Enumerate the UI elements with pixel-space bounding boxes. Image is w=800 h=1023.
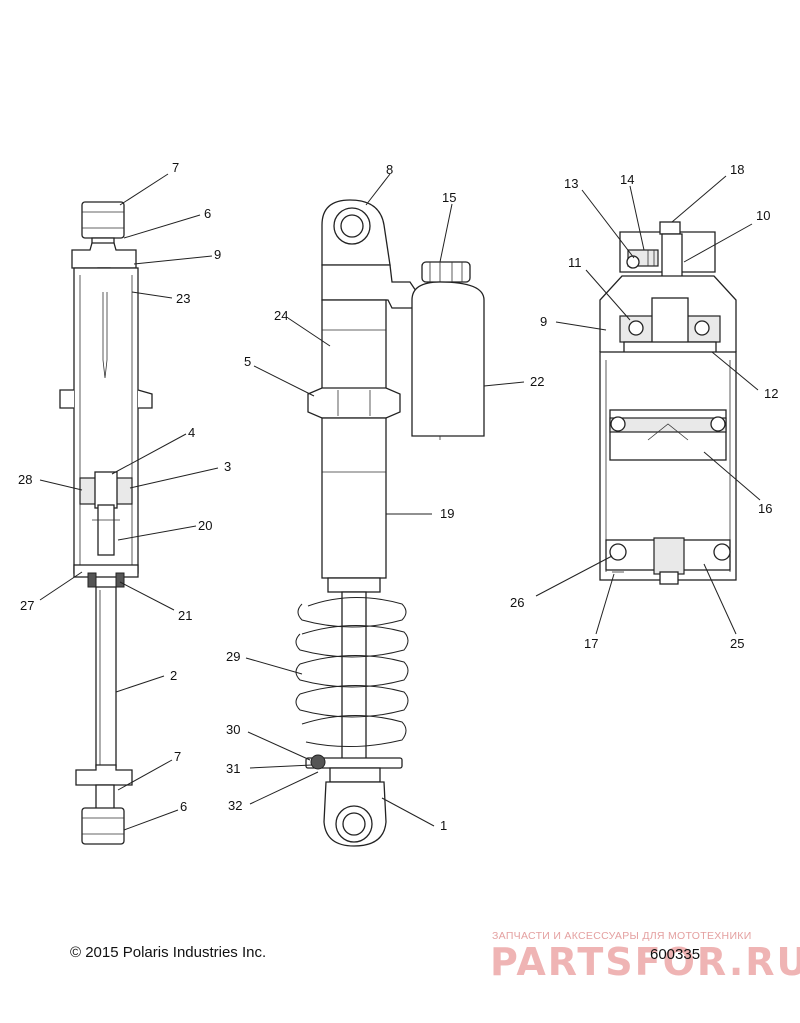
callout-23: 23: [176, 291, 190, 306]
callout-26: 26: [510, 595, 524, 610]
callout-7-top-left: 7: [172, 160, 179, 175]
callout-24: 24: [274, 308, 288, 323]
callout-12: 12: [764, 386, 778, 401]
callout-2: 2: [170, 668, 177, 683]
callout-28: 28: [18, 472, 32, 487]
callout-3: 3: [224, 459, 231, 474]
callout-18: 18: [730, 162, 744, 177]
callout-4: 4: [188, 425, 195, 440]
left-shock-cross-section: [59, 201, 153, 845]
callout-6-top-left: 6: [204, 206, 211, 221]
watermark-subtitle: ЗАПЧАСТИ И АКСЕССУАРЫ ДЛЯ МОТОТЕХНИКИ: [492, 930, 752, 942]
callout-16: 16: [758, 501, 772, 516]
callout-numbers: 7 6 9 23 4 3 28 20 27 21 2 7 6 8 15 24 5…: [18, 160, 778, 833]
callout-5: 5: [244, 354, 251, 369]
callout-11: 11: [568, 255, 582, 270]
callout-15: 15: [442, 190, 456, 205]
callout-7-bottom-left: 7: [174, 749, 181, 764]
callout-9-right: 9: [540, 314, 547, 329]
middle-shock-assembly: [295, 199, 485, 847]
callout-17: 17: [584, 636, 598, 651]
callout-14: 14: [620, 172, 634, 187]
callout-22: 22: [530, 374, 544, 389]
callout-32: 32: [228, 798, 242, 813]
callout-19: 19: [440, 506, 454, 521]
callout-10: 10: [756, 208, 770, 223]
leader-lines: [39, 173, 761, 831]
callout-9-left: 9: [214, 247, 221, 262]
figure-number: 600335: [650, 946, 701, 963]
callout-20: 20: [198, 518, 212, 533]
callout-21: 21: [178, 608, 192, 623]
callout-1: 1: [440, 818, 447, 833]
callout-13: 13: [564, 176, 578, 191]
callout-27: 27: [20, 598, 34, 613]
copyright-notice: © 2015 Polaris Industries Inc.: [70, 944, 267, 961]
callout-29: 29: [226, 649, 240, 664]
callout-31: 31: [226, 761, 240, 776]
callout-25: 25: [730, 636, 744, 651]
callout-8: 8: [386, 162, 393, 177]
right-reservoir-cross-section: [599, 221, 737, 585]
callout-6-bottom-left: 6: [180, 799, 187, 814]
callout-30: 30: [226, 722, 240, 737]
watermark-brand: PARTSFOR.RU: [490, 940, 800, 984]
